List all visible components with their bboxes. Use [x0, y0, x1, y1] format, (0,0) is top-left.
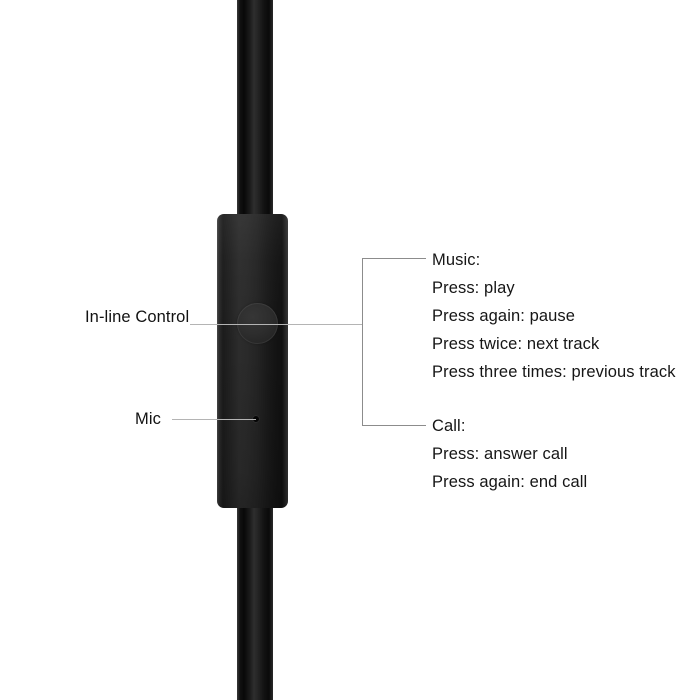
leader-line-bracket-stem — [268, 324, 363, 325]
leader-line-mic — [172, 419, 256, 420]
leader-line-inline-control — [190, 324, 268, 325]
label-inline-control: In-line Control — [85, 308, 190, 326]
callout-call-line: Press: answer call — [432, 445, 568, 463]
bracket-arm-call — [362, 425, 426, 426]
earphone-cable-lower — [237, 498, 273, 700]
callout-music-line: Press again: pause — [432, 307, 576, 325]
callout-music-heading: Music: — [432, 251, 481, 269]
callout-music: Music: Press: play Press again: pause Pr… — [432, 246, 676, 386]
callout-music-line: Press twice: next track — [432, 335, 600, 353]
bracket-arm-music — [362, 258, 426, 259]
callout-call-line: Press again: end call — [432, 473, 588, 491]
callout-music-line: Press: play — [432, 279, 515, 297]
earphone-cable-upper — [237, 0, 273, 224]
callout-music-line: Press three times: previous track — [432, 363, 676, 381]
module-sheen-overlay — [217, 214, 288, 508]
inline-control-module — [217, 214, 288, 508]
multifunction-button[interactable] — [237, 303, 278, 344]
callout-call: Call: Press: answer call Press again: en… — [432, 412, 587, 496]
callout-call-heading: Call: — [432, 417, 466, 435]
bracket-spine — [362, 258, 363, 426]
label-mic: Mic — [135, 410, 161, 428]
microphone-pinhole — [253, 416, 259, 422]
